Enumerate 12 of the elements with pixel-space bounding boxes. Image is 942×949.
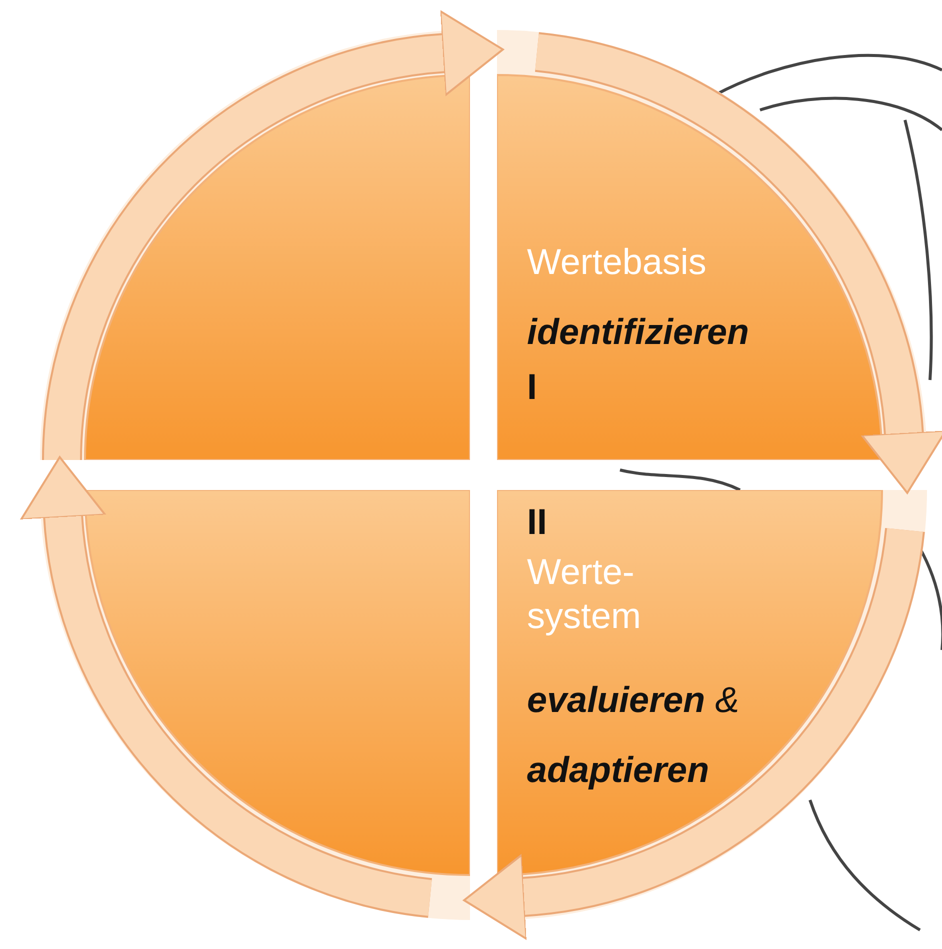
cycle-arrow	[463, 526, 925, 940]
step-numeral: I	[527, 365, 538, 409]
quadrant-heading: Wertebasis	[527, 240, 708, 284]
quadrant-sector	[497, 30, 927, 460]
quadrant-sector	[40, 490, 470, 920]
cycle-arrow	[534, 32, 942, 494]
step-numeral: II	[527, 500, 548, 544]
quadrant-sector	[497, 490, 927, 920]
quadrant-action: identifizieren	[527, 310, 750, 354]
quadrant-heading: Werte- system	[527, 550, 642, 638]
cycle-arrow	[20, 456, 434, 918]
quadrant-action: evaluieren & adaptieren	[527, 678, 740, 792]
